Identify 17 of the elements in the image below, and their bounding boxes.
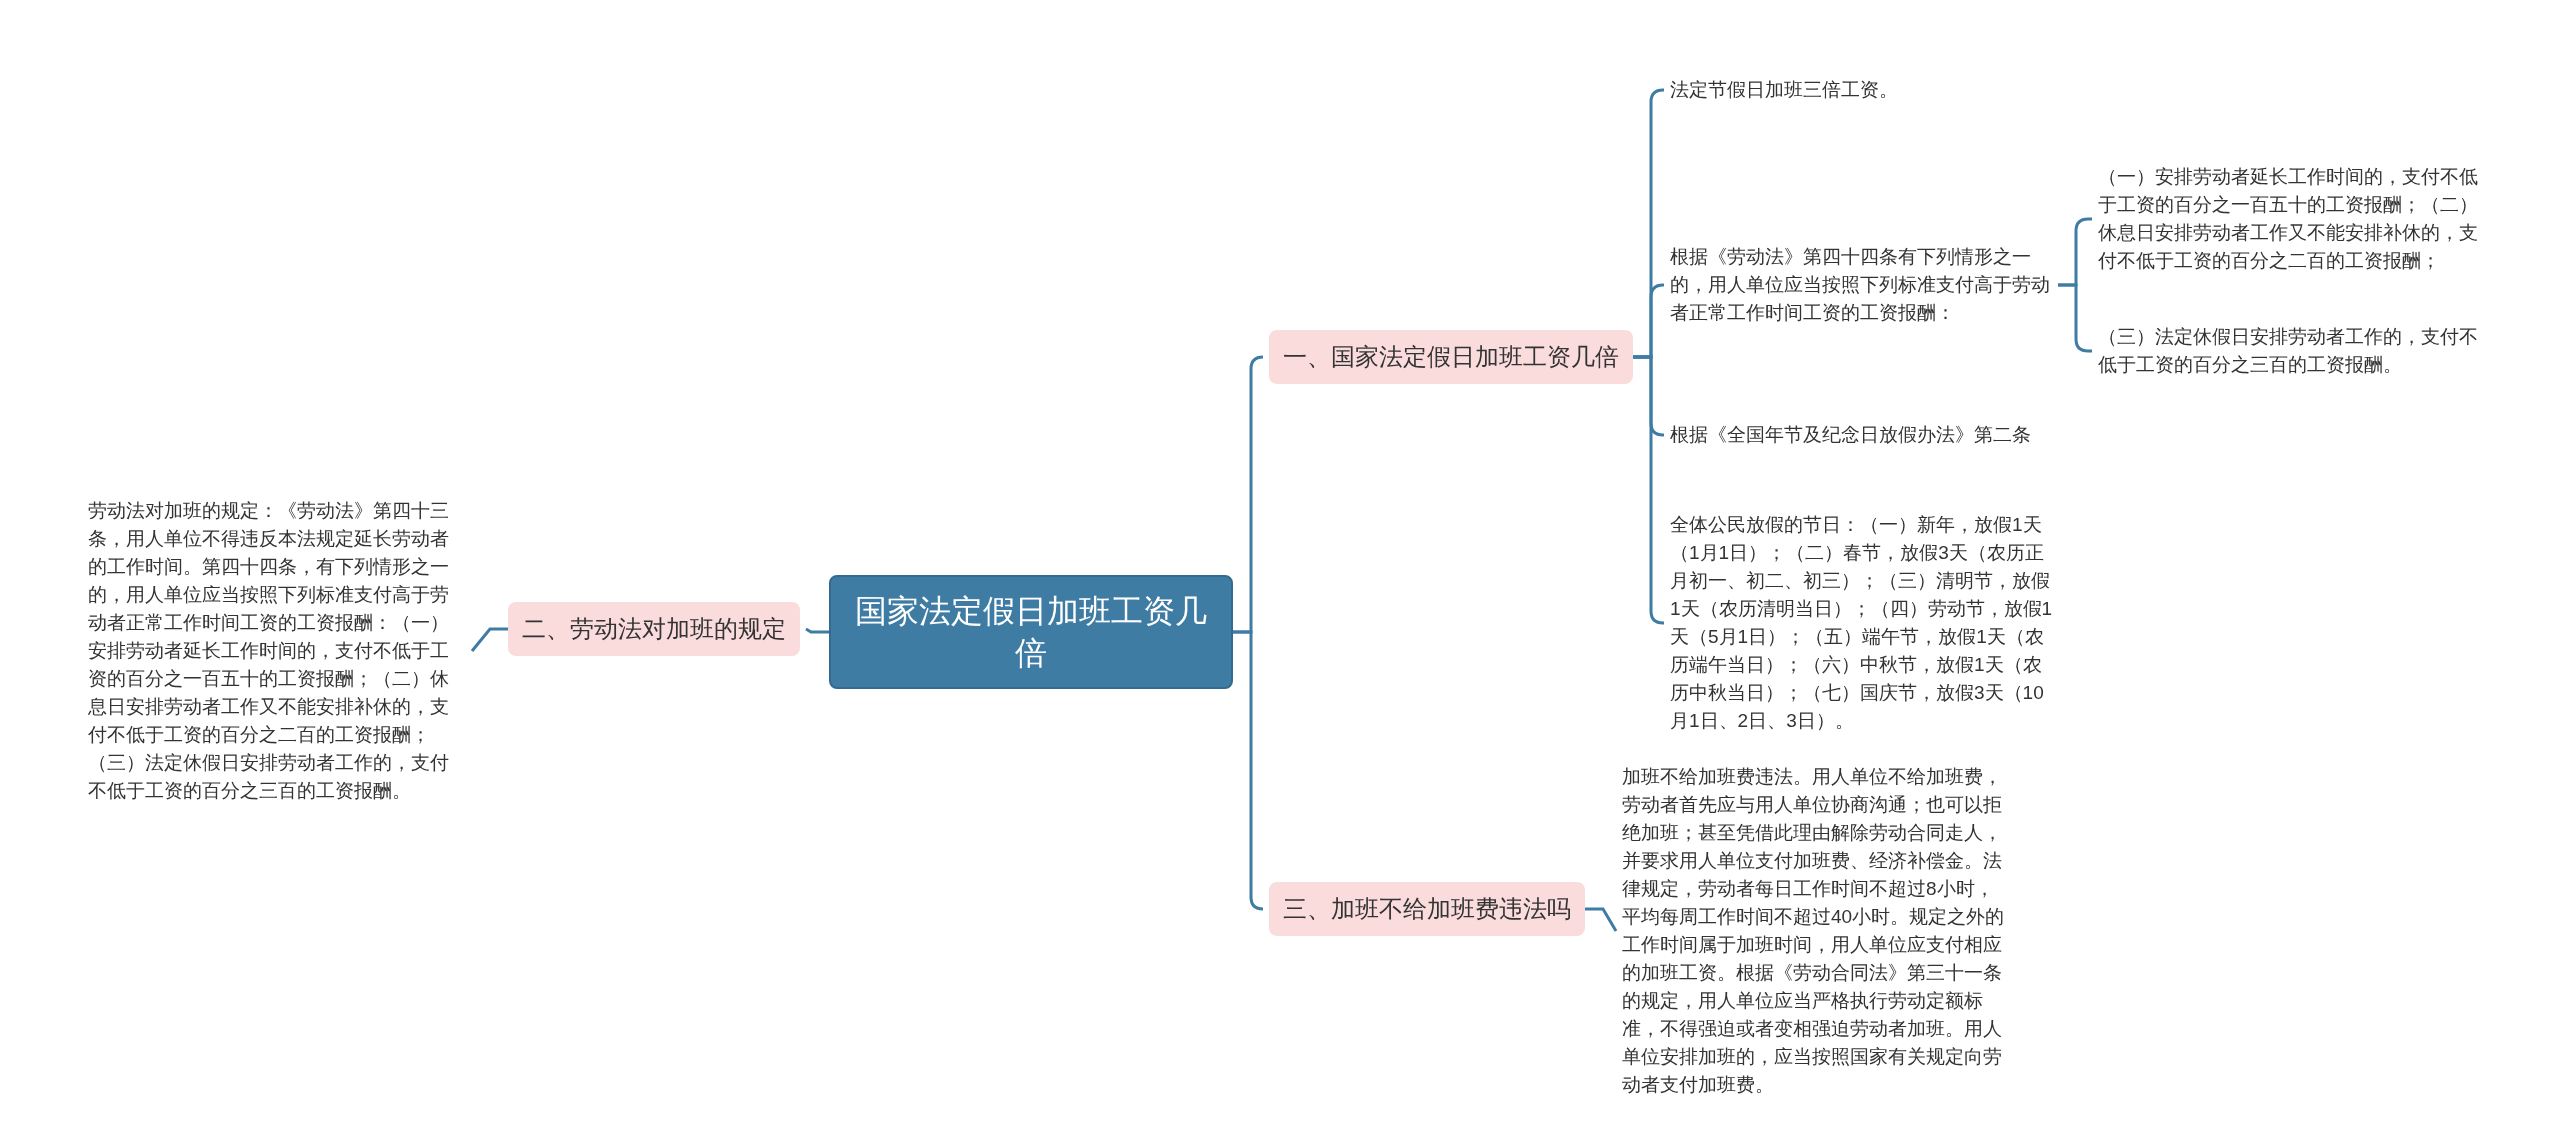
- topic-box: 二、劳动法对加班的规定: [508, 602, 800, 656]
- note-text: （三）法定休假日安排劳动者工作的，支付不低于工资的百分之三百的工资报酬。: [2098, 323, 2483, 379]
- note-text: 加班不给加班费违法。用人单位不给加班费，劳动者首先应与用人单位协商沟通；也可以拒绝加班；甚至凭借此理由解除劳动合同走人，并要求用人单位支付加班费、经济补偿金。法律规定，劳动者每日工作时间不超过8小时，平均每周工作时间不超过40小时。规定之外的工作时间属于加班时间，用人单位应支付相应的加班工资。根据《劳动合同法》第三十一条的规定，用人单位应当严格执行劳动定额标准，不得强迫或者变相强迫劳动者加班。用人单位安排加班的，应当按照国家有关规定向劳动者支付加班费。: [1622, 763, 2012, 1099]
- note-text: 全体公民放假的节日：（一）新年，放假1天（1月1日）；（二）春节，放假3天（农历正月初一、初二、初三）；（三）清明节，放假1天（农历清明当日）；（四）劳动节，放假1天（5月1日）；（五）端午节，放假1天（农历端午当日）；（六）中秋节，放假1天（农历中秋当日）；（七）国庆节，放假3天（10月1日、2日、3日）。: [1670, 511, 2055, 735]
- note-text: 根据《劳动法》第四十四条有下列情形之一的，用人单位应当按照下列标准支付高于劳动者正常工作时间工资的工资报酬：: [1670, 243, 2058, 327]
- connector-line: [470, 627, 508, 652]
- connector-line: [1233, 630, 1265, 911]
- central-topic-box: 国家法定假日加班工资几倍: [829, 575, 1233, 689]
- connector-line: [805, 627, 829, 634]
- topic-box: 三、加班不给加班费违法吗: [1269, 882, 1585, 936]
- connector-line: [1585, 907, 1618, 932]
- connector-line: [1633, 355, 1665, 625]
- note-text: （一）安排劳动者延长工作时间的，支付不低于工资的百分之一百五十的工资报酬；（二）休息日安排劳动者工作又不能安排补休的，支付不低于工资的百分之二百的工资报酬；: [2098, 163, 2483, 275]
- note-text: 法定节假日加班三倍工资。: [1670, 76, 1970, 104]
- note-text: 劳动法对加班的规定：《劳动法》第四十三条，用人单位不得违反本法规定延长劳动者的工作时间。第四十四条，有下列情形之一的，用人单位应当按照下列标准支付高于劳动者正常工作时间工资的工资报酬：（一）安排劳动者延长工作时间的，支付不低于工资的百分之一百五十的工资报酬；（二）休息日安排劳动者工作又不能安排补休的，支付不低于工资的百分之二百的工资报酬；（三）法定休假日安排劳动者工作的，支付不低于工资的百分之三百的工资报酬。: [88, 497, 466, 805]
- note-text: 根据《全国年节及纪念日放假办法》第二条: [1670, 421, 2070, 449]
- topic-box: 一、国家法定假日加班工资几倍: [1269, 330, 1633, 384]
